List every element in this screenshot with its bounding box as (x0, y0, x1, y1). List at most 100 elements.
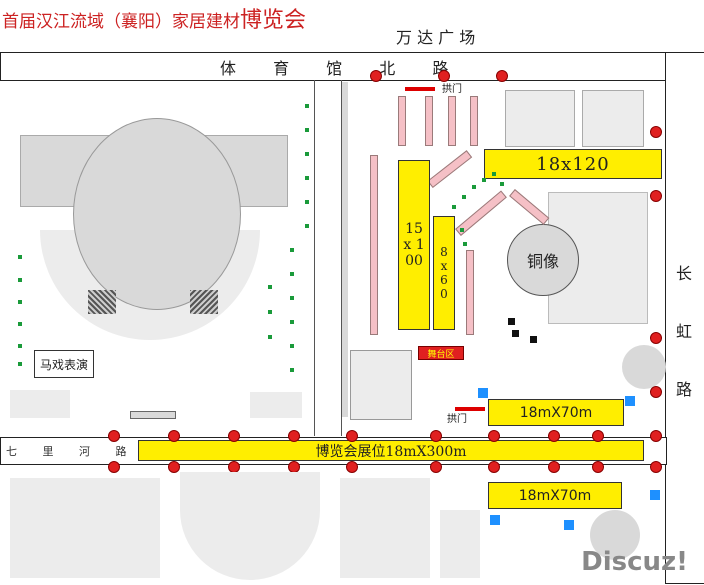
stage-area: 舞台区 (418, 346, 464, 360)
flag-marker (548, 461, 560, 473)
tree-dot (18, 255, 22, 259)
flag-marker (346, 430, 358, 442)
statue-circle: 铜像 (507, 224, 579, 296)
flag-marker (228, 430, 240, 442)
tree-dot (268, 310, 272, 314)
tent-column (370, 155, 378, 335)
flag-marker (650, 332, 662, 344)
south-shape-3 (340, 478, 430, 578)
east-plaza-circle (622, 345, 666, 389)
inner-road-strip (342, 82, 348, 417)
flag-marker (650, 190, 662, 202)
building-ne-1 (505, 90, 575, 147)
map-title: 首届汉江流域（襄阳）家居建材博览会 (2, 2, 306, 34)
tree-dot (18, 278, 22, 282)
flag-marker (370, 70, 382, 82)
map-title-line1: 首届汉江流域（襄阳）家居建材 (2, 12, 240, 32)
flag-marker (650, 461, 662, 473)
booth-18x120: 18x120 (484, 149, 662, 179)
tree-dot (290, 272, 294, 276)
black-marker (530, 336, 537, 343)
booth-15x100: 15 x 100 (398, 160, 430, 330)
right-road (665, 52, 704, 584)
south-shape-4 (440, 510, 480, 578)
tree-dot (290, 296, 294, 300)
flag-marker (488, 461, 500, 473)
tree-dot (268, 285, 272, 289)
southwest-building (250, 392, 302, 418)
flag-marker (346, 461, 358, 473)
tree-dot (305, 152, 309, 156)
tree-dot (463, 242, 467, 246)
gate-bottom-label: 拱门 (447, 414, 467, 425)
tree-dot (18, 362, 22, 366)
tent-column (425, 96, 433, 146)
right-road-label: 长 虹 路 (676, 264, 693, 399)
booth-expo-strip: 博览会展位18mX300m (138, 440, 644, 461)
blue-marker (650, 490, 660, 500)
tree-dot (290, 368, 294, 372)
tree-dot (472, 185, 476, 189)
watermark: Discuz! (581, 547, 688, 577)
map-title-line2: 博览会 (240, 8, 307, 33)
blue-marker (478, 388, 488, 398)
flag-marker (592, 461, 604, 473)
stadium-dome (73, 118, 241, 310)
west-building (10, 390, 70, 418)
booth-8x60: 8 x 60 (433, 216, 455, 330)
tree-dot (18, 322, 22, 326)
tree-dot (500, 182, 504, 186)
circus-label: 马戏表演 (34, 350, 94, 378)
flag-marker (288, 430, 300, 442)
flag-marker (488, 430, 500, 442)
flag-marker (548, 430, 560, 442)
tree-dot (305, 224, 309, 228)
south-shape-1 (10, 478, 160, 578)
north-road-label: 体 育 馆 北 路 (220, 59, 449, 78)
tree-dot (305, 176, 309, 180)
stadium-stairs-left (88, 290, 116, 314)
gate-bottom-bar (455, 407, 485, 411)
flag-marker (108, 430, 120, 442)
flag-marker (650, 386, 662, 398)
tree-dot (492, 172, 496, 176)
building-south-center (350, 350, 412, 420)
small-gate-bar (130, 411, 176, 419)
tent-column (448, 96, 456, 146)
flag-marker (592, 430, 604, 442)
blue-marker (625, 396, 635, 406)
south-shape-2 (180, 472, 320, 580)
tree-dot (18, 300, 22, 304)
flag-marker (438, 70, 450, 82)
tent-column (466, 250, 474, 335)
flag-marker (650, 430, 662, 442)
tree-dot (18, 344, 22, 348)
gate-top-bar (405, 87, 435, 91)
tree-dot (305, 200, 309, 204)
tree-dot (305, 128, 309, 132)
black-marker (512, 330, 519, 337)
black-marker (508, 318, 515, 325)
tree-dot (305, 104, 309, 108)
tree-dot (290, 248, 294, 252)
stadium-stairs-right (190, 290, 218, 314)
tree-dot (482, 178, 486, 182)
tree-dot (452, 205, 456, 209)
booth-18m70-top: 18mX70m (488, 399, 624, 426)
tree-dot (290, 344, 294, 348)
tent-column (398, 96, 406, 146)
inner-road (314, 80, 342, 436)
tent-diagonal (427, 150, 473, 189)
top-area-label: 万 达 广 场 (396, 28, 476, 47)
building-ne-2 (582, 90, 644, 147)
flag-marker (430, 461, 442, 473)
flag-marker (430, 430, 442, 442)
tent-diagonal (509, 189, 550, 225)
flag-marker (108, 461, 120, 473)
flag-marker (168, 461, 180, 473)
statue-label: 铜像 (526, 252, 559, 271)
tree-dot (290, 320, 294, 324)
gate-top-label: 拱门 (442, 84, 462, 95)
south-circle (590, 510, 640, 560)
booth-18m70-bottom: 18mX70m (488, 482, 622, 509)
